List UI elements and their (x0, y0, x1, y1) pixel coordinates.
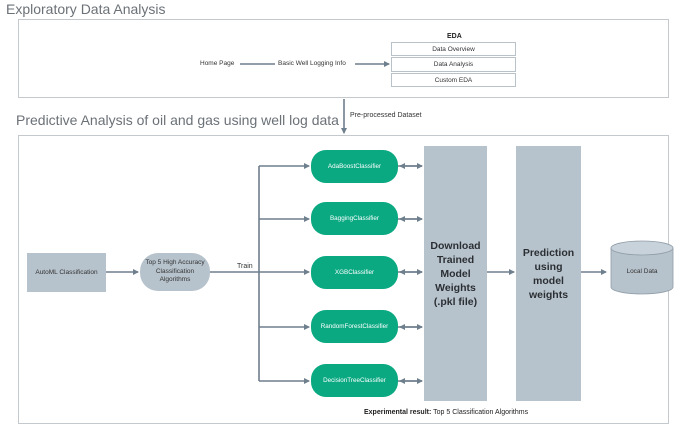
result-text: Top 5 Classification Algorithms (433, 409, 529, 416)
eda-menu-title: EDA (447, 33, 462, 40)
local-data-label: Local Data (626, 268, 658, 275)
classifier-bagging: BaggingClassifier (311, 202, 398, 235)
home-page-label: Home Page (200, 60, 235, 67)
preprocessed-dataset-label: Pre-processed Dataset (350, 112, 422, 119)
predictive-section-title: Predictive Analysis of oil and gas using… (16, 112, 339, 128)
experimental-result-caption: Experimental result: Top 5 Classificatio… (364, 409, 528, 416)
top5-algorithms-box: Top 5 High Accuracy Classification Algor… (140, 253, 210, 291)
classifier-random-forest: RandomForestClassifier (311, 310, 398, 343)
automl-classification-box: AutoML Classification (27, 253, 106, 292)
classifier-adaboost: AdaBoostClassifier (311, 150, 398, 183)
classifier-decision-tree: DecisionTreeClassifier (311, 364, 398, 397)
classifier-xgb: XGBClassifier (311, 256, 398, 289)
prediction-block: Prediction using model weights (516, 146, 581, 401)
eda-item-custom-eda[interactable]: Custom EDA (391, 73, 516, 87)
eda-frame (18, 19, 669, 98)
eda-item-data-analysis[interactable]: Data Analysis (391, 57, 516, 72)
eda-section-title: Exploratory Data Analysis (6, 1, 166, 17)
basic-info-label: Basic Well Logging Info (278, 60, 346, 67)
result-prefix: Experimental result: (364, 409, 432, 416)
eda-item-data-overview[interactable]: Data Overview (391, 42, 516, 56)
train-label: Train (237, 263, 253, 270)
local-data-cylinder-icon (610, 240, 674, 295)
download-weights-block: Download Trained Model Weights (.pkl fil… (424, 146, 487, 401)
